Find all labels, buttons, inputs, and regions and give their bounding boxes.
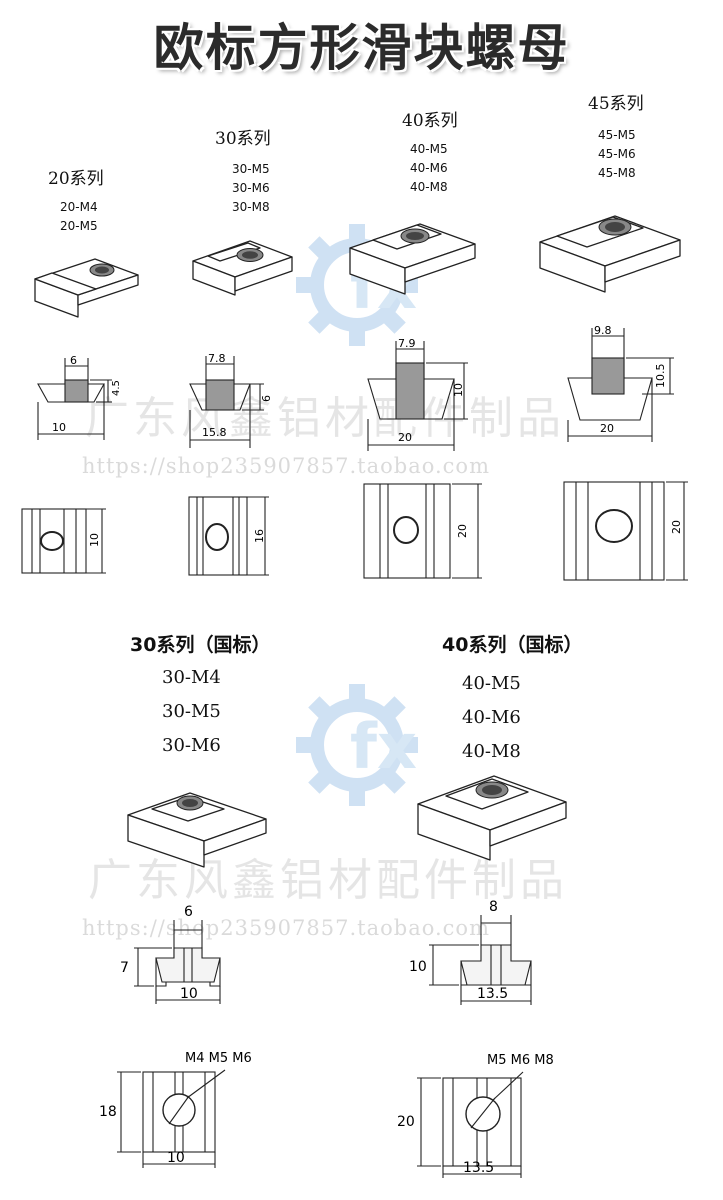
- series-30-model-1: 30-M5: [232, 162, 270, 176]
- dim-20-height: 4.5: [111, 380, 122, 396]
- series-45-model-1: 45-M5: [598, 128, 636, 142]
- dim-20-top: 6: [70, 354, 77, 367]
- gb-40-model-1: 40-M5: [462, 673, 521, 694]
- watermark-company-2: 广东风鑫铝材配件制品: [88, 855, 568, 906]
- gb-40-side-height: 20: [397, 1114, 415, 1130]
- gb-40-dim-height: 10: [409, 959, 427, 975]
- gb-40-dim-bottom: 13.5: [477, 986, 508, 1002]
- nut-30-front-view: 7.8 6 15.8: [189, 352, 273, 448]
- gb-30-dim-height: 7: [120, 960, 129, 976]
- nut-30-side-view: 16: [188, 496, 269, 576]
- dim-45-bottom: 20: [600, 422, 614, 435]
- dim-45-height: 10.5: [654, 364, 667, 389]
- dim-45-top: 9.8: [594, 324, 612, 337]
- series-40-model-1: 40-M5: [410, 142, 448, 156]
- nut-40-3d-drawing: [349, 223, 476, 295]
- series-20-label: 20系列: [48, 169, 104, 189]
- gb-30-side-width: 10: [167, 1150, 185, 1166]
- gb-40-front-view: 8 10 13.5: [409, 899, 532, 1005]
- series-20-model-1: 20-M4: [60, 200, 98, 214]
- dim-40-height: 10: [452, 383, 465, 397]
- gb-40-side-width: 13.5: [463, 1160, 494, 1176]
- series-30-model-2: 30-M6: [232, 181, 270, 195]
- gb-30-model-2: 30-M5: [162, 701, 221, 722]
- dim-30-top: 7.8: [208, 352, 226, 365]
- gb-40-dim-top: 8: [489, 899, 498, 915]
- nut-30-3d-drawing: [192, 240, 293, 296]
- gb-30-side-height: 18: [99, 1104, 117, 1120]
- nut-20-front-view: 6 4.5 10: [37, 354, 122, 440]
- watermark-company: 广东风鑫铝材配件制品: [85, 393, 565, 444]
- gb-30-3d-drawing: [127, 792, 267, 868]
- dim-20-bottom: 10: [52, 421, 66, 434]
- dim-20-side: 10: [88, 533, 101, 547]
- gb-40-model-3: 40-M8: [462, 741, 521, 762]
- gb-30-dim-bottom: 10: [180, 986, 198, 1002]
- gb-30-side-view: M4 M5 M6 18 10: [99, 1051, 252, 1168]
- series-45-model-2: 45-M6: [598, 147, 636, 161]
- nut-45-3d-drawing: [539, 215, 681, 293]
- dim-30-height: 6: [260, 395, 273, 402]
- nut-40-front-view: 7.9 10 20: [367, 337, 468, 451]
- dim-40-top: 7.9: [398, 337, 416, 350]
- page-title: 欧标方形滑块螺母: [153, 19, 570, 77]
- nut-45-front-view: 9.8 10.5 20: [567, 324, 674, 442]
- series-30-label: 30系列: [215, 129, 271, 149]
- nut-40-side-view: 20: [363, 483, 482, 579]
- series-30-model-3: 30-M8: [232, 200, 270, 214]
- gb-30-model-1: 30-M4: [162, 667, 221, 688]
- gb-30-series-label: 30系列（国标）: [130, 634, 271, 656]
- gb-30-thread-label: M4 M5 M6: [185, 1051, 252, 1066]
- watermark-url-2: https://shop235907857.taobao.com: [82, 916, 490, 940]
- dim-40-side: 20: [456, 524, 469, 538]
- series-40-model-3: 40-M8: [410, 180, 448, 194]
- series-45-label: 45系列: [588, 94, 644, 114]
- nut-45-side-view: 20: [563, 481, 688, 581]
- nut-20-3d-drawing: [34, 258, 139, 318]
- gb-40-3d-drawing: [417, 775, 567, 861]
- watermark-url: https://shop235907857.taobao.com: [82, 454, 490, 478]
- dim-45-side: 20: [670, 520, 683, 534]
- dim-30-side: 16: [253, 529, 266, 543]
- gb-40-model-2: 40-M6: [462, 707, 521, 728]
- gb-40-series-label: 40系列（国标）: [442, 634, 583, 656]
- series-45-model-3: 45-M8: [598, 166, 636, 180]
- logo-letters-2: fx: [350, 710, 417, 783]
- gb-30-dim-top: 6: [184, 904, 193, 920]
- nut-20-side-view: 10: [21, 508, 106, 574]
- gb-40-side-view: M5 M6 M8 20 13.5: [397, 1053, 554, 1178]
- gb-30-front-view: 6 7 10: [120, 904, 221, 1004]
- gb-40-thread-label: M5 M6 M8: [487, 1053, 554, 1068]
- dim-30-bottom: 15.8: [202, 426, 227, 439]
- series-20-model-2: 20-M5: [60, 219, 98, 233]
- series-40-label: 40系列: [402, 111, 458, 131]
- dim-40-bottom: 20: [398, 431, 412, 444]
- gear-logo-icon-2: fx: [296, 684, 418, 806]
- gb-30-model-3: 30-M6: [162, 735, 221, 756]
- series-40-model-2: 40-M6: [410, 161, 448, 175]
